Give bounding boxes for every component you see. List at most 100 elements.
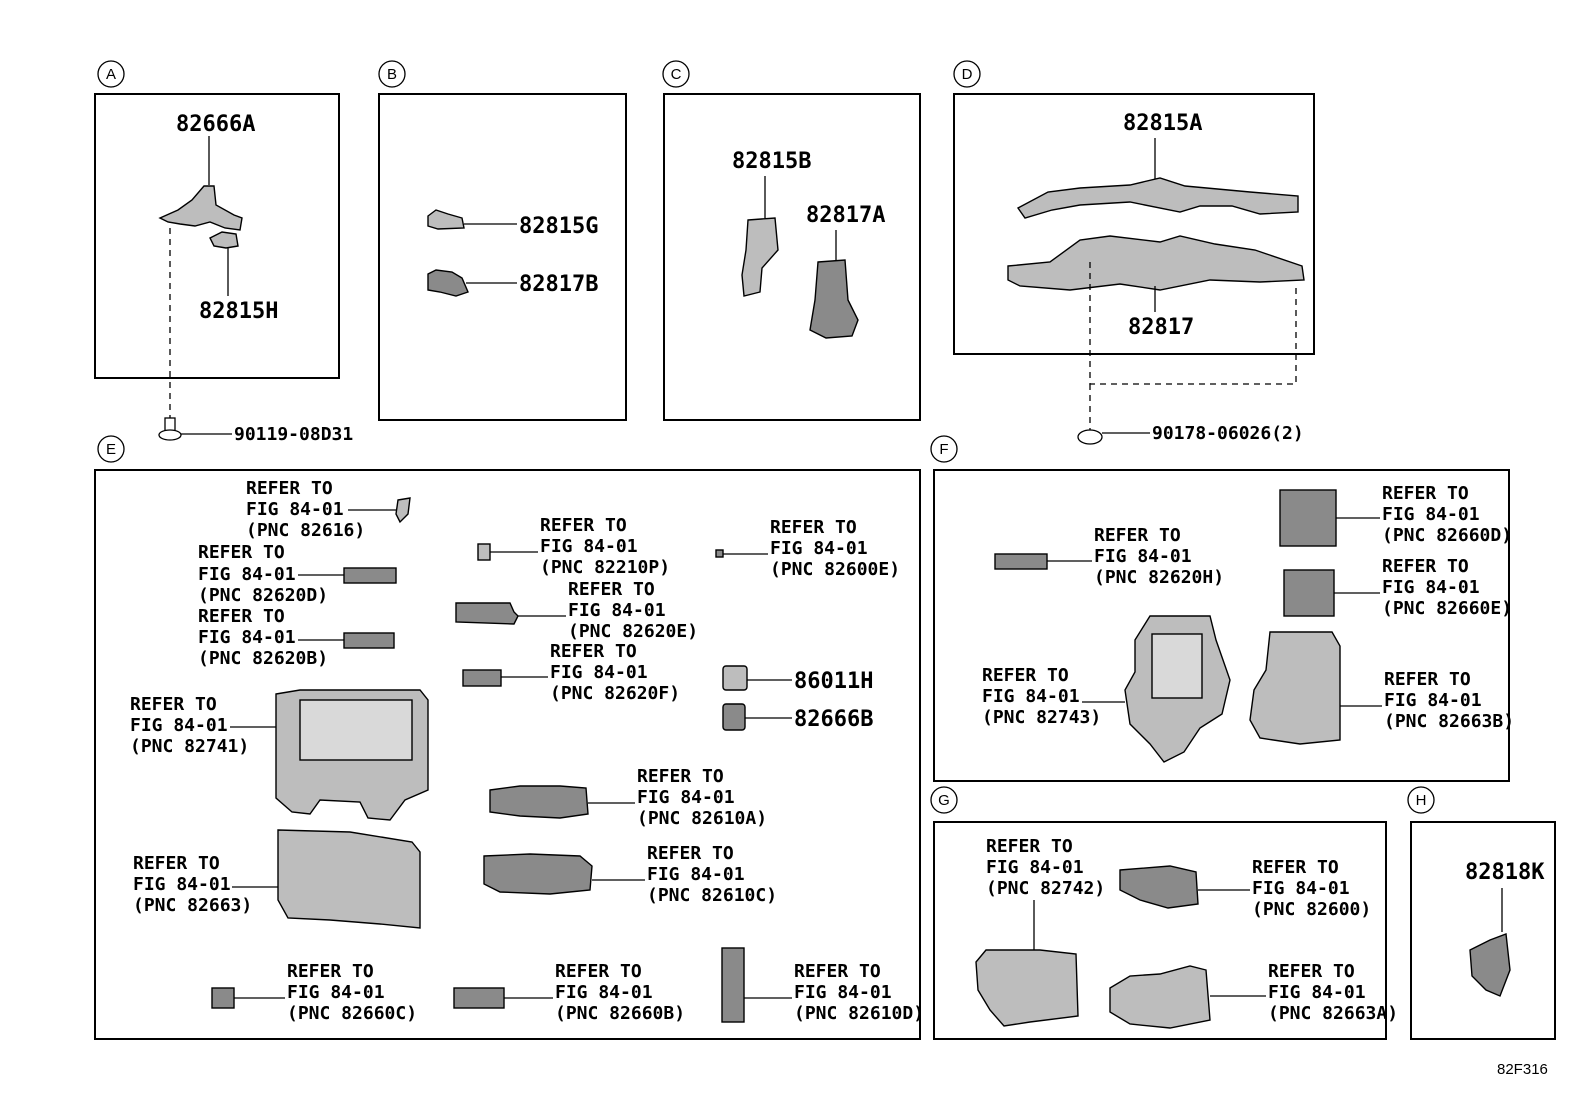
callout-f-82663b: REFER TO FIG 84-01 (PNC 82663B) [1249, 631, 1514, 745]
svg-text:(PNC 82600E): (PNC 82600E) [770, 559, 900, 580]
svg-text:FIG 84-01: FIG 84-01 [246, 499, 344, 520]
label-90119-08d31: 90119-08D31 [234, 424, 353, 445]
svg-text:G: G [938, 792, 950, 809]
svg-text:REFER TO: REFER TO [1268, 961, 1355, 982]
svg-text:(PNC 82663B): (PNC 82663B) [1384, 711, 1514, 732]
svg-text:REFER TO: REFER TO [540, 515, 627, 536]
svg-text:(PNC 82620H): (PNC 82620H) [1094, 567, 1224, 588]
callout-e-82620e: REFER TO FIG 84-01 (PNC 82620E) [455, 579, 698, 642]
svg-text:REFER TO: REFER TO [1382, 483, 1469, 504]
part-82817a [809, 230, 859, 339]
section-b-frame [378, 93, 627, 421]
callout-e-82741: REFER TO FIG 84-01 (PNC 82741) [130, 689, 429, 821]
callout-e-82660b: REFER TO FIG 84-01 (PNC 82660B) [453, 961, 685, 1024]
svg-text:REFER TO: REFER TO [637, 766, 724, 787]
callout-e-82663: REFER TO FIG 84-01 (PNC 82663) [133, 829, 421, 929]
callout-e-82616: REFER TO FIG 84-01 (PNC 82616) [246, 478, 411, 541]
svg-text:(PNC 82620B): (PNC 82620B) [198, 648, 328, 669]
svg-text:FIG 84-01: FIG 84-01 [555, 982, 653, 1003]
section-c-frame [663, 93, 921, 421]
callout-g-82742: REFER TO FIG 84-01 (PNC 82742) [975, 836, 1105, 1027]
part-82817 [1007, 235, 1305, 312]
svg-text:C: C [671, 66, 682, 83]
label-82815h: 82815H [199, 299, 278, 324]
bracket-82666a [158, 136, 243, 231]
callout-e-82210p: REFER TO FIG 84-01 (PNC 82210P) [477, 515, 670, 578]
svg-text:FIG 84-01: FIG 84-01 [1384, 690, 1482, 711]
svg-text:FIG 84-01: FIG 84-01 [1382, 504, 1480, 525]
callout-e-82620d: REFER TO FIG 84-01 (PNC 82620D) [198, 542, 397, 606]
label-90178-06026: 90178-06026(2) [1152, 423, 1304, 444]
section-f-frame [933, 469, 1510, 782]
svg-text:B: B [387, 66, 397, 83]
figure-code: 82F316 [1497, 1061, 1548, 1078]
svg-text:FIG 84-01: FIG 84-01 [1268, 982, 1366, 1003]
callout-e-82610d: REFER TO FIG 84-01 (PNC 82610D) [721, 947, 924, 1024]
clip-icon [1077, 429, 1150, 445]
callout-f-82660d: REFER TO FIG 84-01 (PNC 82660D) [1279, 483, 1512, 547]
label-82666a: 82666A [176, 112, 255, 137]
svg-text:(PNC 82610C): (PNC 82610C) [647, 885, 777, 906]
svg-text:H: H [1416, 792, 1427, 809]
svg-text:D: D [962, 66, 973, 83]
section-marker-h: H [1407, 786, 1435, 814]
svg-text:FIG 84-01: FIG 84-01 [198, 627, 296, 648]
svg-text:REFER TO: REFER TO [1382, 556, 1469, 577]
section-marker-e: E [97, 435, 125, 463]
svg-text:F: F [939, 441, 948, 458]
section-h-frame [1410, 821, 1556, 1040]
svg-text:REFER TO: REFER TO [130, 694, 217, 715]
callout-f-82660e: REFER TO FIG 84-01 (PNC 82660E) [1283, 556, 1512, 619]
svg-text:REFER TO: REFER TO [1384, 669, 1471, 690]
part-86011h [722, 665, 792, 691]
svg-text:FIG 84-01: FIG 84-01 [133, 874, 231, 895]
svg-text:REFER TO: REFER TO [568, 579, 655, 600]
svg-text:(PNC 82663): (PNC 82663) [133, 895, 252, 916]
svg-text:FIG 84-01: FIG 84-01 [1382, 577, 1480, 598]
svg-text:(PNC 82610A): (PNC 82610A) [637, 808, 767, 829]
svg-text:(PNC 82660E): (PNC 82660E) [1382, 598, 1512, 619]
section-marker-a: A [97, 60, 125, 88]
svg-text:FIG 84-01: FIG 84-01 [986, 857, 1084, 878]
section-a-frame [94, 93, 340, 379]
label-82815a: 82815A [1123, 111, 1202, 136]
label-82815b: 82815B [732, 149, 811, 174]
callout-e-82610c: REFER TO FIG 84-01 (PNC 82610C) [483, 843, 777, 906]
svg-text:FIG 84-01: FIG 84-01 [770, 538, 868, 559]
svg-text:(PNC 82620D): (PNC 82620D) [198, 585, 328, 606]
callout-e-82600e: REFER TO FIG 84-01 (PNC 82600E) [715, 517, 900, 580]
svg-text:FIG 84-01: FIG 84-01 [647, 864, 745, 885]
callout-e-82610a: REFER TO FIG 84-01 (PNC 82610A) [489, 766, 767, 829]
svg-text:REFER TO: REFER TO [1094, 525, 1181, 546]
svg-text:FIG 84-01: FIG 84-01 [568, 600, 666, 621]
svg-text:REFER TO: REFER TO [246, 478, 333, 499]
svg-text:FIG 84-01: FIG 84-01 [1094, 546, 1192, 567]
svg-text:REFER TO: REFER TO [770, 517, 857, 538]
section-marker-c: C [662, 60, 690, 88]
svg-text:FIG 84-01: FIG 84-01 [794, 982, 892, 1003]
callout-f-82620h: REFER TO FIG 84-01 (PNC 82620H) [994, 525, 1224, 588]
svg-text:(PNC 82210P): (PNC 82210P) [540, 557, 670, 578]
svg-text:(PNC 82741): (PNC 82741) [130, 736, 249, 757]
svg-text:REFER TO: REFER TO [287, 961, 374, 982]
svg-text:(PNC 82660D): (PNC 82660D) [1382, 525, 1512, 546]
svg-text:REFER TO: REFER TO [198, 542, 285, 563]
section-marker-g: G [930, 786, 958, 814]
svg-text:(PNC 82663A): (PNC 82663A) [1268, 1003, 1398, 1024]
svg-text:FIG 84-01: FIG 84-01 [540, 536, 638, 557]
label-82815g: 82815G [519, 214, 598, 239]
callout-e-82660c: REFER TO FIG 84-01 (PNC 82660C) [211, 961, 417, 1024]
svg-text:REFER TO: REFER TO [794, 961, 881, 982]
section-d-frame [953, 93, 1315, 355]
label-82817a: 82817A [806, 203, 885, 228]
svg-text:FIG 84-01: FIG 84-01 [130, 715, 228, 736]
svg-text:REFER TO: REFER TO [198, 606, 285, 627]
bracket-82815h [209, 231, 239, 296]
callout-e-82620b: REFER TO FIG 84-01 (PNC 82620B) [198, 606, 395, 669]
label-82818k: 82818K [1465, 860, 1545, 885]
part-82666b [722, 703, 792, 731]
svg-text:(PNC 82660C): (PNC 82660C) [287, 1003, 417, 1024]
section-g-frame [933, 821, 1387, 1040]
svg-text:REFER TO: REFER TO [555, 961, 642, 982]
